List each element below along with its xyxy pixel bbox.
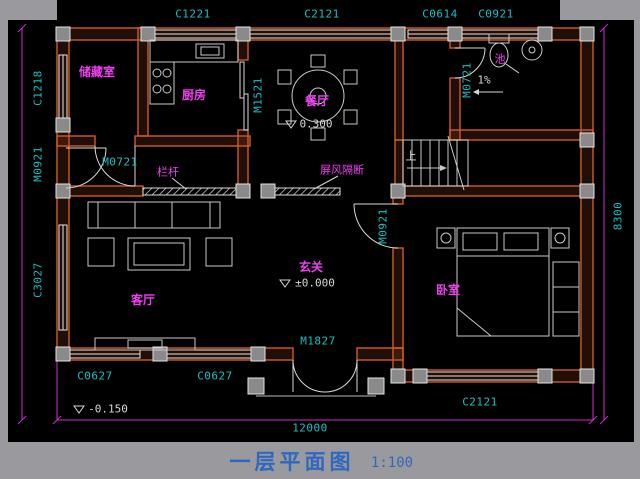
dim-label-c1221: C1221 [175, 7, 211, 21]
dim-label-c0627-right: C0627 [197, 369, 233, 383]
screen-partition-hatch [267, 187, 341, 196]
drawing-canvas [8, 0, 634, 442]
room-label-kitchen: 厨房 [181, 88, 207, 102]
railing-leader-line [171, 177, 187, 190]
room-label-foyer: 玄关 [298, 260, 324, 274]
elevation-marker-icon [279, 279, 291, 288]
dim-label-m0921-left: M0921 [31, 146, 45, 182]
elevation-label-foyer: ±0.000 [295, 276, 335, 290]
screen-leader-line [313, 175, 339, 190]
dim-label-12000: 12000 [292, 421, 328, 435]
door-arc-icon [65, 147, 107, 189]
columns [55, 26, 595, 395]
dim-label-c2121-top: C2121 [304, 7, 340, 21]
railing-hatch [142, 187, 241, 196]
kitchen-counter-icon [149, 39, 239, 105]
dim-label-c0614: C0614 [422, 7, 458, 21]
bed-icon [436, 227, 580, 337]
label-railing: 栏杆 [157, 165, 179, 179]
elevation-label-outdoor: -0.150 [88, 402, 128, 416]
dimension-boundary-lines [17, 23, 609, 425]
room-label-bedroom: 卧室 [435, 283, 461, 297]
dim-label-m0921-bedroom: M0921 [376, 208, 390, 244]
dim-label-m1827: M1827 [300, 334, 336, 348]
room-label-dining: 餐厅 [304, 94, 330, 108]
elevation-marker-icon [73, 405, 85, 414]
entry-double-door-icon [292, 359, 358, 393]
slope-arrow-icon [473, 89, 503, 95]
sliding-door-icon [239, 61, 249, 131]
door-arc-icon [353, 203, 399, 249]
elevation-label-dining: 0.300 [299, 117, 333, 131]
dim-label-m1521: M1521 [251, 77, 265, 113]
dim-label-8300: 8300 [611, 201, 625, 231]
dining-table-icon [277, 54, 358, 141]
room-label-storage: 储藏室 [78, 65, 116, 79]
dim-label-m0721-bath: M0721 [460, 62, 474, 98]
wardrobe-icon [552, 261, 580, 337]
porch-column [247, 377, 265, 395]
canvas-corner-patch [0, 0, 57, 20]
elevation-marker-icon [285, 120, 297, 129]
porch-column [367, 377, 385, 395]
label-basin: 池 [494, 52, 506, 66]
dim-label-c3027: C3027 [31, 262, 45, 298]
annotations [73, 63, 520, 414]
dim-label-c0921: C0921 [478, 7, 514, 21]
slope-label: 1% [477, 73, 491, 87]
dim-label-c0627-left: C0627 [77, 369, 113, 383]
up-arrow-icon [440, 165, 447, 171]
sofa-icon [87, 201, 233, 271]
door-arc-icon [94, 145, 136, 187]
drawing-scale: 1:100 [370, 455, 414, 471]
label-screen-partition: 屏风隔断 [320, 163, 364, 177]
room-label-living: 客厅 [130, 293, 156, 307]
stairs-up-label: 上 [405, 149, 417, 163]
door-arc-icon [454, 47, 486, 79]
dim-label-c2121-bottom: C2121 [462, 395, 498, 409]
tv-cabinet-icon [94, 337, 196, 351]
basin-leader-line [505, 63, 520, 74]
washbasin-icon [521, 39, 543, 61]
stairs-icon [402, 135, 469, 191]
dim-label-m0721-storage: M0721 [102, 155, 138, 169]
title-bar [0, 442, 640, 479]
furniture [87, 33, 580, 351]
drawing-title: 一层平面图 [229, 450, 355, 474]
canvas-corner-patch [560, 0, 640, 20]
toilet-icon [488, 33, 510, 68]
doors [65, 47, 486, 393]
walls [56, 27, 594, 383]
dim-label-c1218: C1218 [31, 70, 45, 106]
